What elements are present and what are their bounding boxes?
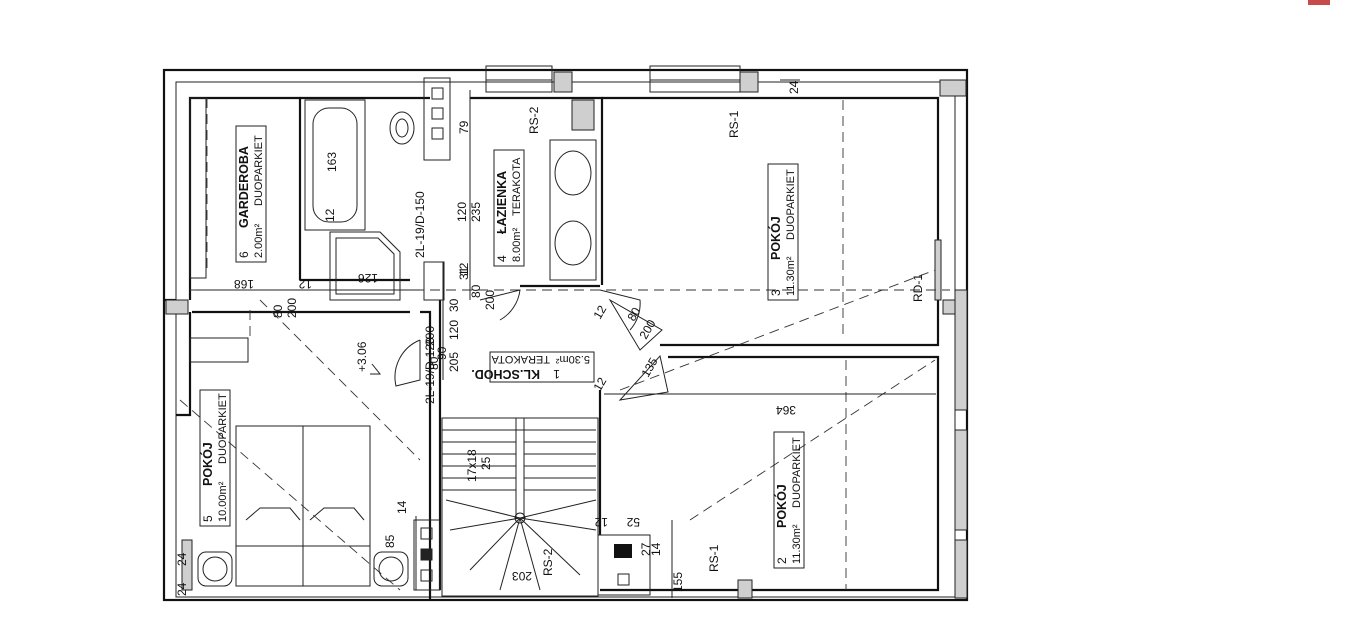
- room-6-name: GARDEROBA: [237, 146, 251, 228]
- dimension-label: 80: [427, 356, 441, 370]
- dimension-label: 90: [435, 346, 449, 360]
- level-mark-text: +3.06: [355, 341, 369, 372]
- dimension-label: 200: [483, 290, 497, 310]
- wall-hatches: [165, 79, 968, 599]
- room-3-number: 3: [769, 289, 783, 296]
- dimension-label: 120: [455, 202, 469, 222]
- room-3-name: POKÓJ: [768, 216, 783, 260]
- dimension-label: 12: [590, 375, 609, 394]
- dimension-label: 85: [383, 534, 397, 548]
- windows-top: [485, 65, 759, 93]
- room-label-3: 3 POKÓJ 11.30m² DUOPARKIET: [767, 163, 799, 301]
- room-4-floor: TERAKOTA: [511, 157, 523, 216]
- room-1-number: 1: [553, 367, 560, 381]
- dimension-label: 31: [457, 266, 471, 280]
- dimension-label: 14: [649, 542, 663, 556]
- dimension-label: 80: [469, 284, 483, 298]
- dimension-label: 12: [594, 515, 608, 529]
- dimension-label: 12: [457, 262, 471, 276]
- rs2-top-label: RS-2: [527, 106, 541, 134]
- room-5-number: 5: [201, 515, 215, 522]
- dimension-label: 126: [358, 271, 378, 285]
- dimension-label: 24: [175, 552, 189, 566]
- dimension-label: 120: [447, 320, 461, 340]
- rs2-bottom-label: RS-2: [541, 548, 555, 576]
- room-1-name: KL.SCHOD.: [471, 367, 540, 381]
- dimension-label: 205: [447, 352, 461, 372]
- room-3-area: 11.30m²: [785, 256, 797, 296]
- hall-door-label: 2L-19/D-120: [423, 337, 437, 404]
- dimension-label: 163: [325, 152, 339, 172]
- room-6-floor: DUOPARKIET: [253, 135, 265, 206]
- dimension-label: 203: [512, 569, 532, 583]
- rs1-bottom-label: RS-1: [707, 544, 721, 572]
- dimension-label: 235: [469, 202, 483, 222]
- rs1-top-label: RS-1: [727, 110, 741, 138]
- dimension-label: 24: [175, 582, 189, 596]
- door-swings: [394, 289, 669, 401]
- bathtub: [304, 99, 401, 301]
- dimension-label: 27: [639, 542, 653, 556]
- room-label-2: 2 POKÓJ 11.30m² DUOPARKIET: [773, 431, 805, 569]
- room-6-area: 2.00m²: [253, 223, 265, 258]
- dimension-label: 200: [423, 326, 437, 346]
- dimension-label: 80: [271, 304, 285, 318]
- toilet: [389, 111, 415, 145]
- room-6-number: 6: [237, 251, 251, 258]
- room-2-floor: DUOPARKIET: [791, 437, 803, 508]
- dimension-label: 200: [285, 298, 299, 318]
- corner-marker: [1308, 0, 1330, 5]
- room-label-6: 6 GARDEROBA 2.00m² DUOPARKIET: [235, 125, 267, 263]
- room-4-area: 8.00m²: [511, 227, 523, 262]
- room-4-name: ŁAZIENKA: [495, 171, 509, 234]
- dimension-label: 200: [636, 317, 658, 342]
- dimension-texts: 163 12 126 168 12 79 120 235 12 31 80 20…: [175, 80, 801, 596]
- dashed-lines: [179, 98, 950, 591]
- room-2-number: 2: [775, 557, 789, 564]
- room-5-area: 10.00m²: [217, 481, 229, 522]
- room-1-floor: TERAKOTA: [491, 353, 550, 365]
- dimension-label: 52: [626, 515, 640, 529]
- rd1-label: RD-1: [911, 274, 925, 302]
- dimension-label: 155: [671, 572, 685, 592]
- room-label-5: 5 POKÓJ 10.00m² DUOPARKIET: [199, 389, 231, 527]
- room-5-name: POKÓJ: [200, 442, 215, 486]
- room-5-floor: DUOPARKIET: [217, 393, 229, 464]
- dimension-label: 24: [787, 80, 801, 94]
- bed: [197, 425, 409, 587]
- dimension-lines: [196, 79, 936, 598]
- room-4-number: 4: [495, 255, 509, 262]
- ventilation-shafts: [413, 77, 651, 596]
- room-label-4: 4 ŁAZIENKA 8.00m² TERAKOTA: [493, 149, 525, 267]
- dimension-label: 14: [395, 500, 409, 514]
- washbasins: [549, 139, 597, 281]
- outer-walls: [162, 68, 969, 602]
- dimension-label: 79: [457, 120, 471, 134]
- dimension-label: 12: [323, 208, 337, 222]
- room-label-1: 1 KL.SCHOD. 5.30m² TERAKOTA: [471, 351, 595, 383]
- dimension-label: 12: [590, 303, 609, 322]
- dimension-label: 80: [624, 305, 643, 324]
- room-2-area: 11.30m²: [791, 524, 803, 564]
- room-1-area: 5.30m²: [555, 353, 590, 365]
- staircase: [441, 417, 599, 597]
- stairs-label: 17x18: [465, 449, 479, 482]
- bath-door-label: 2L-19/D-150: [413, 191, 427, 258]
- dimension-label: 12: [298, 277, 312, 291]
- dimension-label: 168: [234, 277, 254, 291]
- dimension-label: 364: [776, 403, 796, 417]
- dimension-label: 30: [447, 298, 461, 312]
- room-3-floor: DUOPARKIET: [785, 169, 797, 240]
- room-2-name: POKÓJ: [774, 484, 789, 528]
- level-mark: +3.06: [355, 341, 382, 375]
- dimension-label: 25: [479, 456, 493, 470]
- wardrobe-shelves: [189, 97, 249, 363]
